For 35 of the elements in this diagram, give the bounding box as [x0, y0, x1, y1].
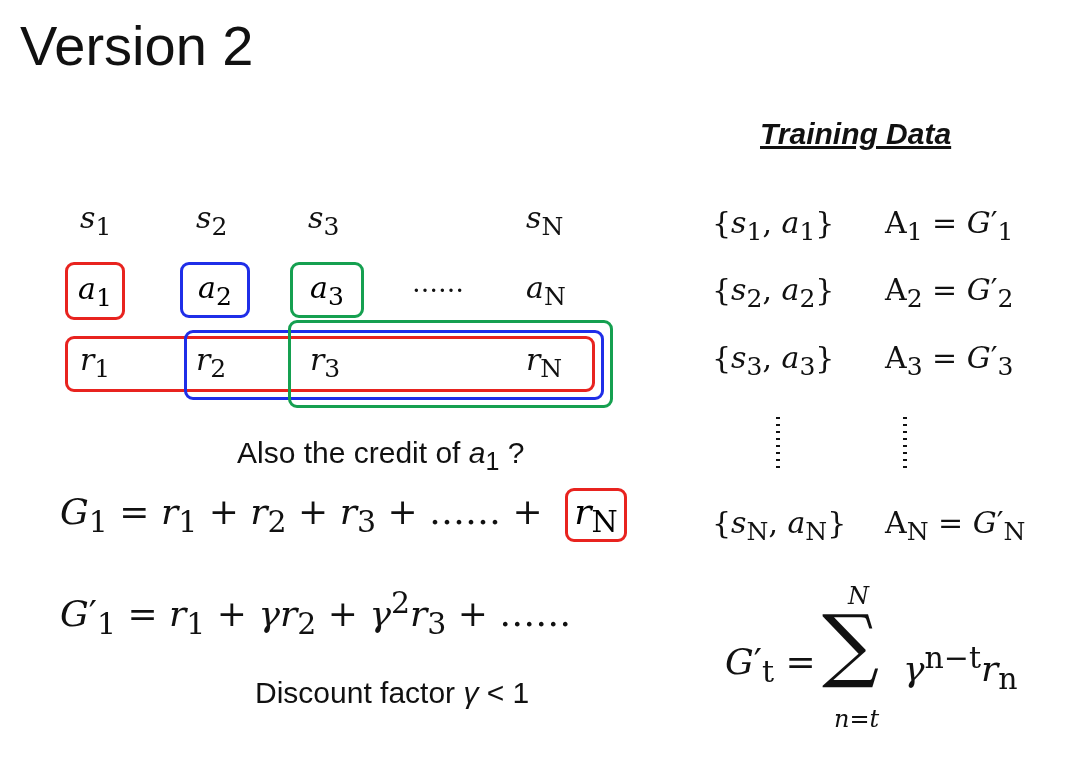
question-text: Also the credit of a$_{1}$ ? — [237, 435, 525, 476]
advantage-formula: A$_{3}$ = G′$_{3}$ — [885, 340, 1014, 382]
highlight-box: a$_{2}$ — [180, 262, 250, 318]
reward-symbol: r$_{1}$ — [80, 342, 111, 384]
advantage-formula: A$_{1}$ = G′$_{1}$ — [885, 205, 1014, 247]
highlight-box: a$_{1}$ — [65, 262, 125, 320]
advantage-formula: A$_{N}$ = G′$_{N}$ — [885, 505, 1026, 547]
section-heading: Training Data — [760, 116, 952, 152]
state-symbol: s$_{N}$ — [526, 200, 564, 242]
state-symbol: s$_{2}$ — [196, 200, 228, 242]
highlight-frame — [184, 330, 604, 400]
highlight-frame — [65, 336, 595, 392]
summation-upper-limit: N — [848, 582, 869, 611]
return-formula: G$_{1}$ = r$_{1}$ + r$_{2}$ + r$_{3}$ + …… + — [60, 490, 543, 541]
highlight-frame — [288, 320, 613, 408]
formula-term: γ$^{n−t}$r$_{n}$ — [903, 640, 1018, 698]
ellipsis: …… — [412, 268, 464, 300]
state-symbol: s$_{3}$ — [308, 200, 340, 242]
state-action-pair: {s$_{N}$, a$_{N}$} — [712, 505, 847, 547]
reward-symbol: r$_{2}$ — [196, 342, 227, 384]
highlight-box: a$_{3}$ — [290, 262, 364, 318]
reward-symbol: r$_{N}$ — [526, 342, 563, 384]
reward-symbol: r$_{3}$ — [310, 342, 341, 384]
formula-lhs: G′$_{t}$ = — [725, 640, 816, 691]
discounted-return-formula: G′$_{1}$ = r$_{1}$ + γr$_{2}$ + γ$^{2}$r$_{3}$ + …… — [60, 585, 572, 643]
advantage-formula: A$_{2}$ = G′$_{2}$ — [885, 272, 1014, 314]
discount-note: Discount factor γ < 1 — [255, 675, 530, 711]
highlight-box: r$_{N}$ — [565, 488, 627, 542]
action-symbol: a$_{N}$ — [526, 270, 566, 312]
state-action-pair: {s$_{1}$, a$_{1}$} — [712, 205, 835, 247]
state-action-pair: {s$_{2}$, a$_{2}$} — [712, 272, 835, 314]
state-symbol: s$_{1}$ — [80, 200, 112, 242]
slide-title: Version 2 — [20, 13, 254, 79]
summation-lower-limit: n=t — [834, 705, 880, 734]
state-action-pair: {s$_{3}$, a$_{3}$} — [712, 340, 835, 382]
